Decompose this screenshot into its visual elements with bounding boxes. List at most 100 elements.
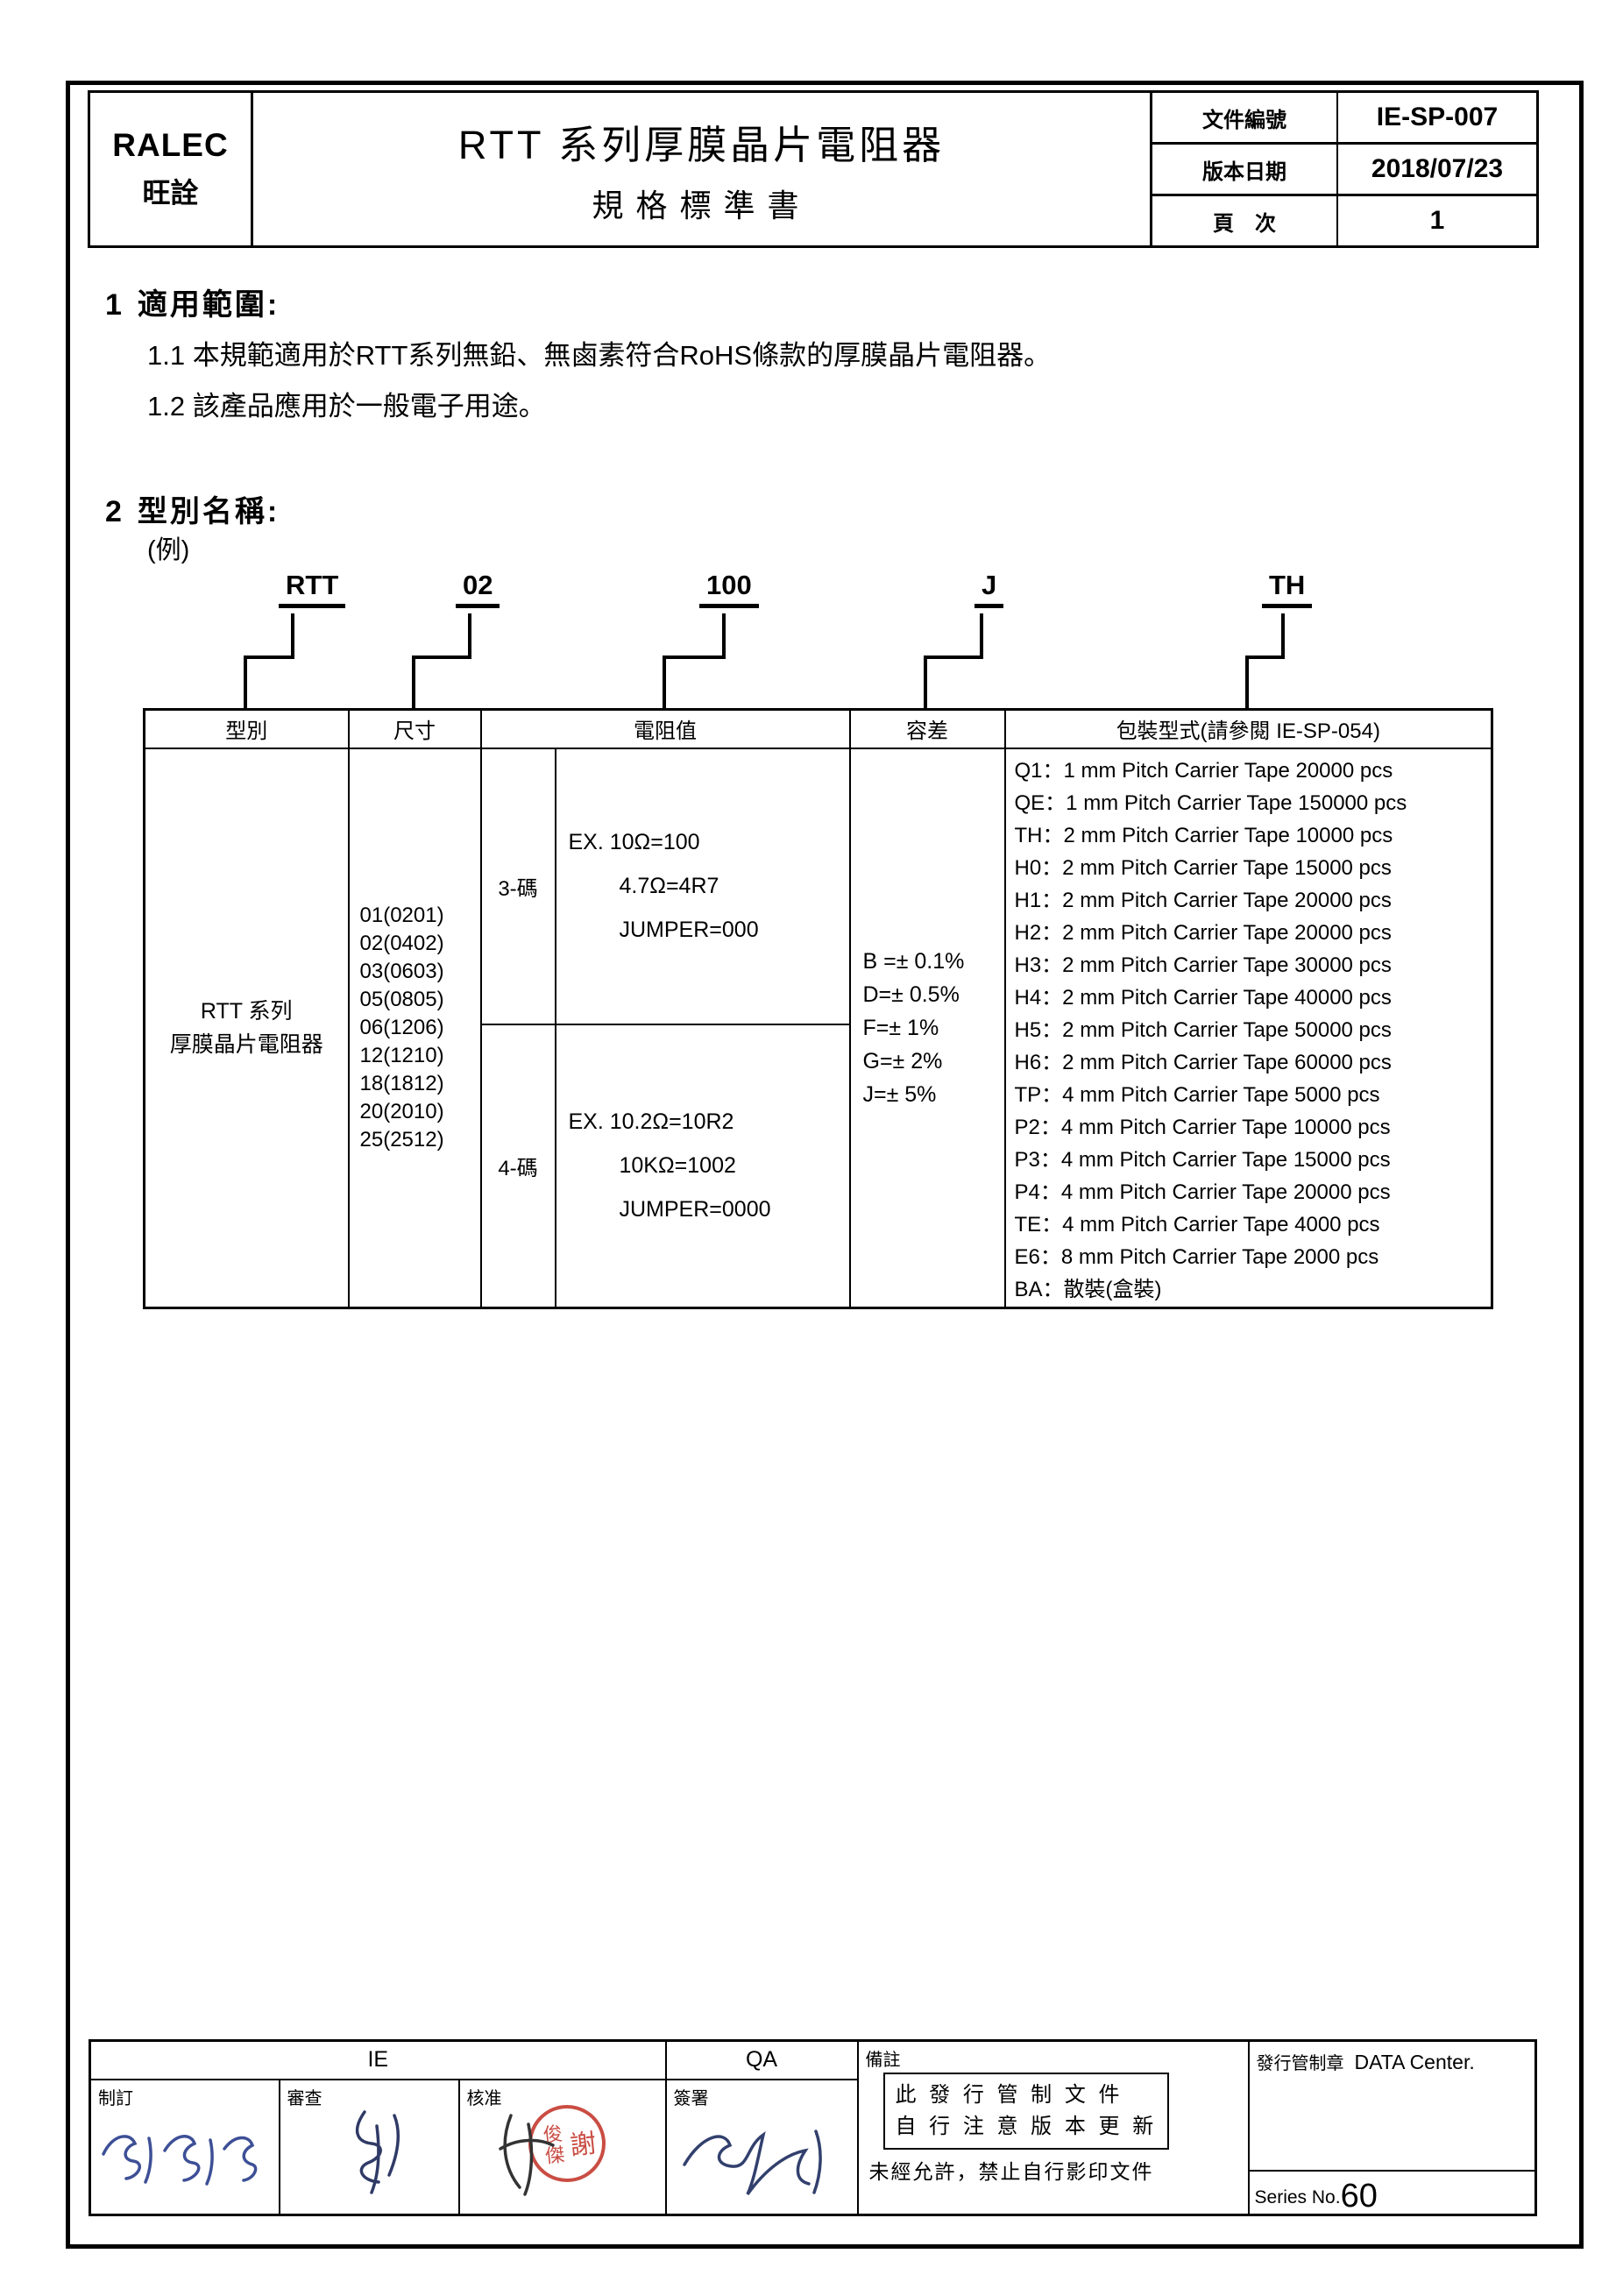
doc-number-row: 文件編號 IE-SP-007	[1152, 93, 1536, 145]
list-item: JUMPER=000	[619, 918, 759, 942]
list-item: D=± 0.5%	[862, 981, 960, 1007]
list-item: 01(0201)	[359, 903, 444, 927]
col-header-type: 型別	[143, 708, 350, 749]
page-border	[66, 81, 1584, 2249]
col-header-size: 尺寸	[347, 708, 482, 749]
reviewed-by-cell: 審查	[278, 2078, 460, 2216]
part-number-resistance-code: 100	[699, 570, 759, 608]
list-item: H4：2 mm Pitch Carrier Tape 40000 pcs	[1014, 986, 1392, 1010]
series-number-strip: Series No.60	[1250, 2170, 1534, 2215]
part-number-connector-lines	[244, 613, 1285, 710]
list-item: E6：8 mm Pitch Carrier Tape 2000 pcs	[1014, 1245, 1379, 1270]
section2-number: 2	[105, 495, 122, 528]
list-item: H2：2 mm Pitch Carrier Tape 20000 pcs	[1014, 921, 1392, 946]
list-item: H5：2 mm Pitch Carrier Tape 50000 pcs	[1014, 1018, 1392, 1043]
copy-prohibited-notice: 未經允許，禁止自行影印文件	[868, 2160, 1154, 2183]
series-number-value: 60	[1340, 2178, 1378, 2215]
section2-title: 型別名稱:	[137, 495, 280, 528]
drafted-by-signature	[102, 2134, 258, 2186]
list-item: P3：4 mm Pitch Carrier Tape 15000 pcs	[1014, 1148, 1391, 1173]
remarks-cell: 備註 此 發 行 管 制 文 件 自 行 注 意 版 本 更 新 未經允許，禁止…	[856, 2039, 1250, 2216]
company-logo: RALEC	[112, 127, 229, 163]
qa-sign-cell: 簽署	[664, 2078, 859, 2216]
list-item: H3：2 mm Pitch Carrier Tape 30000 pcs	[1014, 953, 1392, 978]
drafted-by-cell: 制訂	[89, 2078, 280, 2216]
section1-heading: 1 適用範圍:	[105, 280, 280, 323]
spec-table: 型別 尺寸 電阻值 容差 包裝型式(請參閱 IE-SP-054) RTT 系列 …	[143, 708, 1493, 1309]
table-row: RTT 系列 厚膜晶片電阻器 01(0201)02(0402)03(0603)0…	[143, 747, 1493, 1309]
approval-header-row: IE QA 備註 此 發 行 管 制 文 件 自 行 注 意 版 本 更 新 未…	[89, 2039, 1537, 2216]
data-center-label: DATA Center.	[1354, 2051, 1475, 2073]
digit3-label-cell: 3-碼	[479, 747, 556, 1025]
list-item: H1：2 mm Pitch Carrier Tape 20000 pcs	[1014, 889, 1392, 913]
section1-number: 1	[105, 288, 122, 322]
section2-heading: 2 型別名稱:	[105, 487, 280, 530]
list-item: 03(0603)	[359, 959, 444, 983]
approval-table: IE QA 備註 此 發 行 管 制 文 件 自 行 注 意 版 本 更 新 未…	[89, 2039, 1538, 2216]
list-item: H6：2 mm Pitch Carrier Tape 60000 pcs	[1014, 1051, 1392, 1075]
list-item: JUMPER=0000	[619, 1197, 771, 1222]
type-cell: RTT 系列 厚膜晶片電阻器	[143, 747, 350, 1309]
section1-item-1: 1.1 本規範適用於RTT系列無鉛、無鹵素符合RoHS條款的厚膜晶片電阻器。	[147, 340, 1052, 371]
col-header-tolerance: 容差	[848, 708, 1006, 749]
list-item: BA：散裝(盒裝)	[1014, 1278, 1162, 1302]
list-item: 02(0402)	[359, 931, 444, 955]
list-item: B =± 0.1%	[862, 948, 965, 974]
list-item: 12(1210)	[359, 1043, 444, 1067]
list-item: 05(0805)	[359, 987, 444, 1011]
example-label: (例)	[147, 536, 190, 564]
part-number-series-code: RTT	[279, 570, 346, 608]
page-number-value: 1	[1429, 206, 1445, 235]
list-item: QE：1 mm Pitch Carrier Tape 150000 pcs	[1014, 791, 1407, 816]
list-item: J=± 5%	[862, 1081, 937, 1107]
list-item: Q1：1 mm Pitch Carrier Tape 20000 pcs	[1014, 759, 1393, 783]
document-subtitle: 規格標準書	[592, 187, 812, 223]
document-title: RTT 系列厚膜晶片電阻器	[457, 122, 946, 167]
issue-stamp-cell: 發行管制章 DATA Center. Series No.60	[1247, 2039, 1537, 2216]
list-item: F=± 1%	[862, 1015, 939, 1040]
drafted-by-label: 制訂	[98, 2088, 133, 2108]
qa-sign-label: 簽署	[673, 2088, 709, 2108]
controlled-document-notice: 此 發 行 管 制 文 件 自 行 注 意 版 本 更 新	[882, 2073, 1170, 2150]
list-item: TP：4 mm Pitch Carrier Tape 5000 pcs	[1014, 1083, 1380, 1108]
doc-info-block: 文件編號 IE-SP-007 版本日期 2018/07/23 頁 次 1	[1152, 93, 1536, 245]
ie-department-label: IE	[89, 2039, 667, 2080]
part-number-tolerance-code: J	[975, 570, 1004, 608]
type-line-1: RTT 系列	[200, 998, 293, 1024]
version-date-value: 2018/07/23	[1371, 154, 1504, 183]
size-list-cell: 01(0201) 02(0402) 03(0603) 05(0805) 06(1206)…	[347, 747, 482, 1309]
spec-table-header-row: 型別 尺寸 電阻值 容差 包裝型式(請參閱 IE-SP-054)	[143, 708, 1493, 749]
company-name-cn: 旺詮	[142, 177, 199, 209]
list-item: EX. 10Ω=100	[568, 830, 700, 854]
list-item: P4：4 mm Pitch Carrier Tape 20000 pcs	[1014, 1180, 1391, 1205]
reviewed-by-signature	[355, 2109, 400, 2194]
issue-stamp-label: 發行管制章	[1256, 2054, 1344, 2073]
version-date-row: 版本日期 2018/07/23	[1152, 145, 1536, 196]
qa-signature	[682, 2129, 822, 2195]
digit4-label-cell: 4-碼	[479, 1023, 556, 1309]
page-number-label: 頁 次	[1152, 196, 1338, 245]
list-item: 06(1206)	[359, 1015, 444, 1039]
list-item: 10KΩ=1002	[619, 1153, 736, 1179]
list-item: 18(1812)	[359, 1071, 444, 1095]
doc-number-value: IE-SP-007	[1376, 103, 1499, 131]
list-item: TE：4 mm Pitch Carrier Tape 4000 pcs	[1014, 1213, 1380, 1237]
list-item: G=± 2%	[862, 1048, 943, 1074]
approved-by-cell: 核准 俊傑 謝	[457, 2078, 667, 2216]
part-number-size-code: 02	[456, 570, 500, 608]
list-item: 20(2010)	[359, 1099, 444, 1123]
list-item: EX. 10.2Ω=10R2	[568, 1109, 734, 1135]
part-number-packaging-code: TH	[1262, 570, 1313, 608]
series-number-label: Series No.	[1254, 2187, 1341, 2207]
section1-title: 適用範圍:	[137, 288, 280, 322]
type-line-2: 厚膜晶片電阻器	[169, 1031, 323, 1057]
tolerance-cell: B =± 0.1% D=± 0.5% F=± 1% G=± 2% J=± 5%	[848, 747, 1006, 1309]
page-number-row: 頁 次 1	[1152, 196, 1536, 245]
list-item: 25(2512)	[359, 1127, 444, 1152]
issue-stamp-row: 發行管制章 DATA Center.	[1257, 2049, 1528, 2074]
title-block: RTT 系列厚膜晶片電阻器 規格標準書	[253, 93, 1152, 245]
